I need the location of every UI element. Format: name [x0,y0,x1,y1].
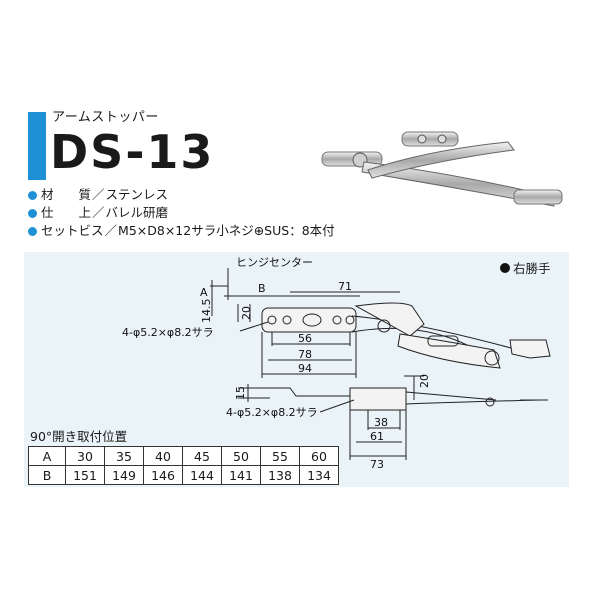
dim-20-side: 20 [418,374,431,388]
dim-38: 38 [374,416,388,429]
spec-value: ステンレス [105,187,169,202]
hinge-center-label: ヒンジセンター [236,256,313,269]
dim-61: 61 [370,430,384,443]
spec-label: 仕 上 [41,205,92,220]
dim-a: A [200,286,208,299]
holes-top-label: 4-φ5.2×φ8.2サラ [122,326,214,339]
dim-94: 94 [298,362,312,375]
holes-side-label: 4-φ5.2×φ8.2サラ [226,406,318,419]
dim-71: 71 [338,280,352,293]
bullet-icon [28,208,37,218]
spec-screws: セットビス ／ M5×D8×12サラ小ネジ⊕SUS：8本付 [28,222,335,240]
table-row: B 151 149 146 144 141 138 134 [28,465,339,485]
dim-73: 73 [370,458,384,471]
spec-material: 材 質 ／ ステンレス [28,186,335,204]
dim-56: 56 [298,332,312,345]
row-head: B [28,465,66,485]
spec-label: 材 質 [41,187,92,202]
bullet-icon [500,262,510,273]
table-title: 90°開き取付位置 [30,429,128,444]
product-photo [321,131,563,207]
row-head: A [28,446,66,466]
model-number: DS-13 [50,125,215,179]
table-row: A 30 35 40 45 50 55 60 [28,446,339,466]
product-subtitle: アームストッパー [52,110,159,125]
mounting-position-table: A 30 35 40 45 50 55 60 B 151 149 146 144… [28,446,339,485]
bullet-icon [28,190,37,200]
dim-b: B [258,282,266,295]
dim-78: 78 [298,348,312,361]
bullet-icon [28,226,37,236]
spec-list: 材 質 ／ ステンレス 仕 上 ／ バレル研磨 セットビス ／ M5×D8×12… [28,186,335,240]
dim-14-5: 14.5 [200,299,213,324]
handedness-label: 右勝手 [500,258,551,277]
dim-15: 15 [234,386,247,400]
spec-value: M5×D8×12サラ小ネジ⊕SUS：8本付 [118,223,335,238]
spec-value: バレル研磨 [105,205,169,220]
dim-20-top: 20 [240,306,253,320]
spec-label: セットビス [41,223,104,238]
title-accent-bar [28,112,46,180]
spec-finish: 仕 上 ／ バレル研磨 [28,204,335,222]
